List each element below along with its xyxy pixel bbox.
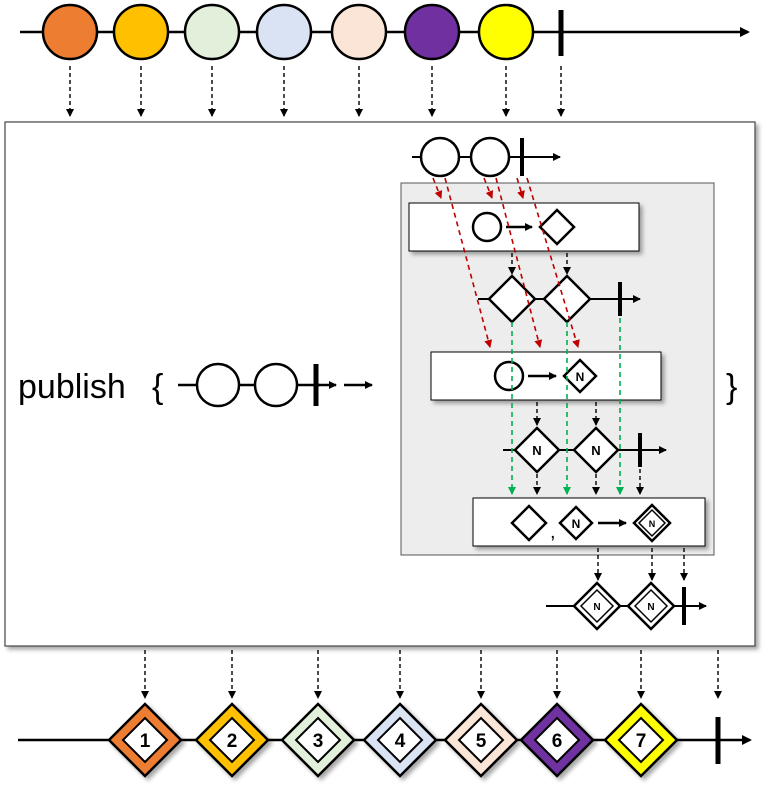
- output-marble-label: 2: [227, 731, 238, 752]
- output-marble-label: 5: [476, 731, 487, 752]
- output-stream: 1 2 3 4 5 6 7: [18, 702, 752, 778]
- output-marble-6: 6: [519, 702, 595, 778]
- inner-result-label-1: N: [593, 602, 600, 613]
- red-arrow-5: [495, 177, 543, 348]
- map-circle-to-diamond: [408, 202, 640, 252]
- input-drop-arrows: [66, 66, 565, 117]
- n-diamond-marble-1: [513, 426, 561, 474]
- input-marble-5: [330, 3, 388, 61]
- diamond-stream: [478, 274, 641, 324]
- output-marble-5: 5: [443, 702, 519, 778]
- output-marble-label: 7: [636, 731, 647, 752]
- output-marble-inner: [617, 716, 665, 764]
- output-marble-7: 7: [603, 702, 679, 778]
- input-marble-3: [183, 3, 241, 61]
- combine-diamond: [510, 504, 548, 542]
- output-marble-label: 4: [395, 731, 406, 752]
- n-diamond-label-2: N: [591, 443, 600, 458]
- output-marble-1: 1: [107, 702, 183, 778]
- map-box-2-n-label: N: [576, 370, 585, 384]
- map-box-2-n-diamond: [562, 358, 598, 394]
- map-box-1-circle: [471, 211, 503, 243]
- open-brace: {: [152, 368, 163, 406]
- red-arrow-2: [483, 177, 494, 199]
- red-arrow-1: [432, 177, 443, 199]
- output-marble-label: 6: [552, 731, 563, 752]
- shared-marble-1: [195, 362, 241, 408]
- inner-result-stream: N N: [546, 581, 707, 631]
- input-marble-1: [41, 3, 99, 61]
- close-brace: }: [726, 368, 737, 406]
- output-marble-label: 1: [140, 731, 151, 752]
- output-marble-inner: [533, 716, 581, 764]
- inner-result-marble-1-inner: [579, 588, 615, 624]
- green-dashed-arrows: [508, 318, 624, 495]
- inner-source-marble-1: [419, 136, 461, 178]
- red-dashed-arrows: [432, 177, 580, 348]
- inner-source-stream: [412, 136, 561, 178]
- input-marbles: [41, 3, 535, 61]
- input-marble-2: [112, 3, 170, 61]
- inner-black-dashed-arrows: [508, 253, 688, 581]
- map-box-2-circle: [493, 360, 525, 392]
- output-marble-inner: [376, 716, 424, 764]
- operator-name: publish: [18, 368, 126, 406]
- combine-result-label: N: [649, 519, 656, 529]
- combine-n-label: N: [572, 517, 581, 531]
- output-marble-inner: [294, 716, 342, 764]
- input-marble-6: [403, 3, 461, 61]
- shared-marble-2: [253, 362, 299, 408]
- output-drop-arrows: [141, 650, 722, 699]
- output-marble-inner: [208, 716, 256, 764]
- inner-result-label-2: N: [647, 602, 654, 613]
- combine-n-diamond: [558, 505, 594, 541]
- inner-result-marble-2-inner: [633, 588, 669, 624]
- map-circle-to-n-diamond: N: [430, 351, 662, 401]
- output-marble-label: 3: [313, 731, 324, 752]
- n-diamond-label-1: N: [532, 443, 541, 458]
- output-marble-2: 2: [194, 702, 270, 778]
- output-marbles: 1 2 3 4 5 6 7: [107, 702, 679, 778]
- shared-stream-argument: [178, 362, 373, 408]
- output-marble-3: 3: [280, 702, 356, 778]
- map-box-1-diamond: [538, 208, 576, 246]
- red-arrow-4: [444, 177, 493, 348]
- red-arrow-6: [526, 177, 580, 348]
- combine-result-inner: [637, 508, 667, 538]
- combine-box: , N N: [472, 497, 706, 547]
- input-stream: [20, 3, 750, 61]
- output-marble-inner: [457, 716, 505, 764]
- n-diamond-marble-2: [572, 426, 620, 474]
- inner-source-marble-2: [469, 136, 511, 178]
- red-arrow-3: [516, 177, 525, 199]
- input-marble-7: [477, 3, 535, 61]
- n-diamond-stream: N N: [503, 426, 667, 474]
- combine-comma: ,: [550, 521, 556, 543]
- output-marble-inner: [121, 716, 169, 764]
- input-marble-4: [255, 3, 313, 61]
- output-marble-4: 4: [362, 702, 438, 778]
